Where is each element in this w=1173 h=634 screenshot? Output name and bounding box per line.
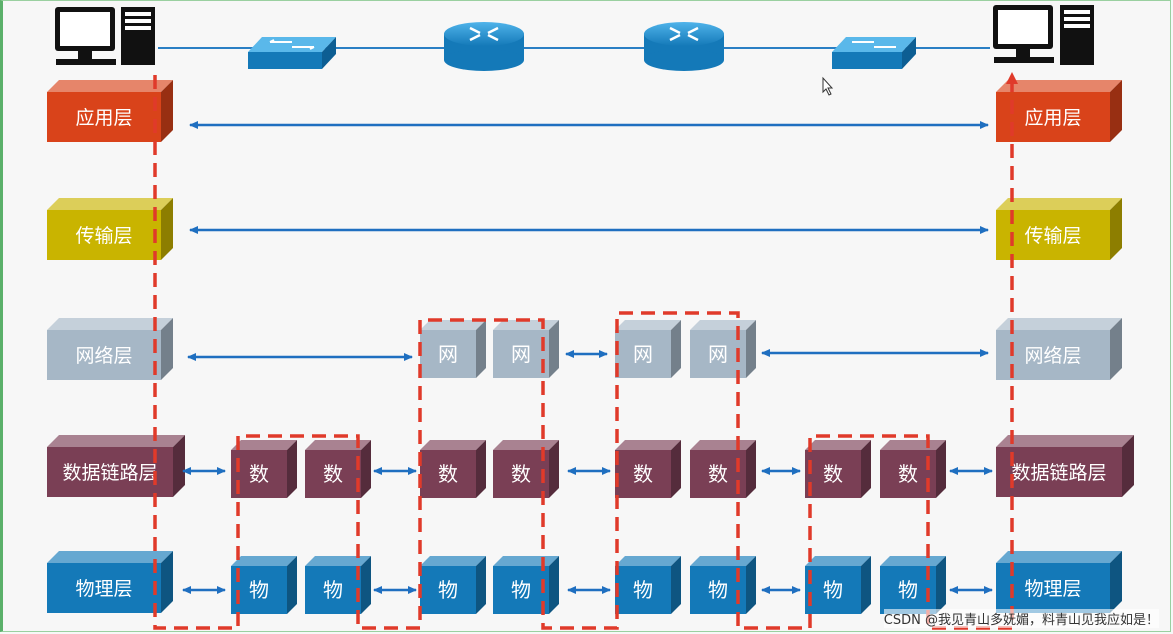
datalink-block: 数	[493, 440, 559, 498]
datalink-block: 数	[305, 440, 371, 498]
application-layer-box-label: 应用层	[1024, 107, 1081, 129]
network-block-label: 网	[511, 342, 531, 366]
physical-block: 物	[805, 556, 871, 614]
physical-block-label: 物	[249, 578, 269, 602]
datalink-layer-box: 数据链路层	[47, 435, 185, 497]
physical-block-label: 物	[633, 578, 653, 602]
physical-block: 物	[420, 556, 486, 614]
watermark: CSDN @我见青山多妩媚，料青山见我应如是！	[883, 609, 1159, 628]
physical-block-label: 物	[323, 578, 343, 602]
datalink-block-label: 数	[438, 462, 458, 486]
network-block-label: 网	[438, 342, 458, 366]
physical-layer-box: 物理层	[996, 551, 1122, 613]
network-block-label: 网	[708, 342, 728, 366]
physical-block: 物	[880, 556, 946, 614]
network-layer-box-label: 网络层	[75, 345, 132, 367]
network-block-label: 网	[633, 342, 653, 366]
transport-layer-box: 传输层	[996, 198, 1122, 260]
flow-arrowhead-icon	[1006, 72, 1018, 84]
datalink-layer-box: 数据链路层	[996, 435, 1134, 497]
datalink-block: 数	[420, 440, 486, 498]
router-icon	[444, 22, 524, 71]
network-block: 网	[690, 320, 756, 378]
data-flow-path	[153, 72, 1014, 630]
physical-block: 物	[690, 556, 756, 614]
computer-icon	[55, 7, 155, 65]
network-block: 网	[615, 320, 681, 378]
network-layer-box-label: 网络层	[1024, 345, 1081, 367]
network-layer-box: 网络层	[47, 318, 173, 380]
switch-icon	[832, 37, 916, 69]
datalink-block-label: 数	[511, 462, 531, 486]
datalink-block-label: 数	[823, 462, 843, 486]
application-layer-box-label: 应用层	[75, 107, 132, 129]
network-layer-box: 网络层	[996, 318, 1122, 380]
physical-block: 物	[231, 556, 297, 614]
physical-layer-box-label: 物理层	[1024, 578, 1081, 600]
datalink-block-label: 数	[708, 462, 728, 486]
network-block: 网	[493, 320, 559, 378]
physical-layer-box-label: 物理层	[75, 578, 132, 600]
datalink-block-label: 数	[249, 462, 269, 486]
physical-block: 物	[615, 556, 681, 614]
physical-block-label: 物	[438, 578, 458, 602]
transport-layer-box-label: 传输层	[75, 225, 132, 247]
application-layer-box: 应用层	[996, 80, 1122, 142]
physical-block-label: 物	[708, 578, 728, 602]
physical-layer-box: 物理层	[47, 551, 173, 613]
physical-block-label: 物	[823, 578, 843, 602]
transport-layer-box: 传输层	[47, 198, 173, 260]
datalink-layer-box-label: 数据链路层	[1011, 462, 1106, 484]
physical-block-label: 物	[898, 578, 918, 602]
physical-block: 物	[493, 556, 559, 614]
datalink-block: 数	[690, 440, 756, 498]
datalink-block-label: 数	[633, 462, 653, 486]
switch-icon	[248, 37, 336, 69]
datalink-block-label: 数	[323, 462, 343, 486]
datalink-block: 数	[805, 440, 871, 498]
network-block: 网	[420, 320, 486, 378]
mouse-cursor-icon	[822, 76, 834, 96]
physical-block-label: 物	[511, 578, 531, 602]
datalink-block: 数	[880, 440, 946, 498]
datalink-block-label: 数	[898, 462, 918, 486]
datalink-layer-box-label: 数据链路层	[62, 462, 157, 484]
computer-icon	[993, 5, 1094, 65]
datalink-block: 数	[615, 440, 681, 498]
application-layer-box: 应用层	[47, 80, 173, 142]
datalink-block: 数	[231, 440, 297, 498]
transport-layer-box-label: 传输层	[1024, 225, 1081, 247]
router-icon	[644, 22, 724, 71]
physical-block: 物	[305, 556, 371, 614]
